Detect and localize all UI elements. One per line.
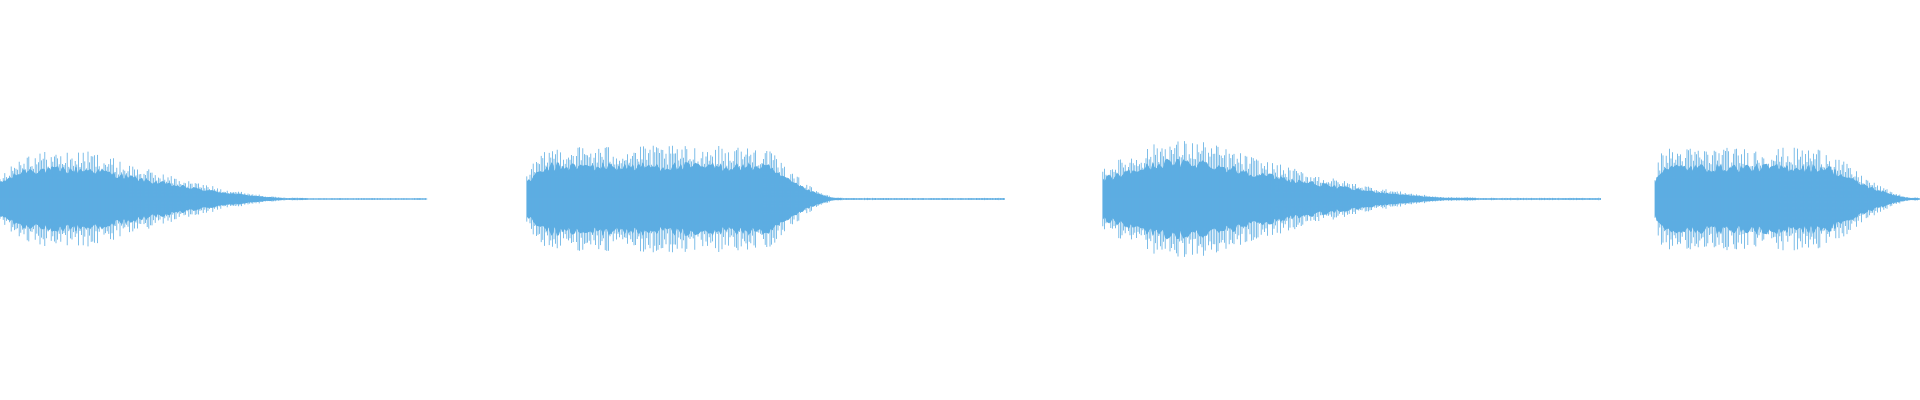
waveform-clip-3[interactable] bbox=[1102, 141, 1601, 257]
waveform-clip-2[interactable] bbox=[526, 145, 1005, 253]
waveform-clip-1[interactable] bbox=[0, 151, 428, 247]
clips-layer bbox=[0, 141, 1920, 257]
waveform-clip-4[interactable] bbox=[1654, 147, 1920, 251]
